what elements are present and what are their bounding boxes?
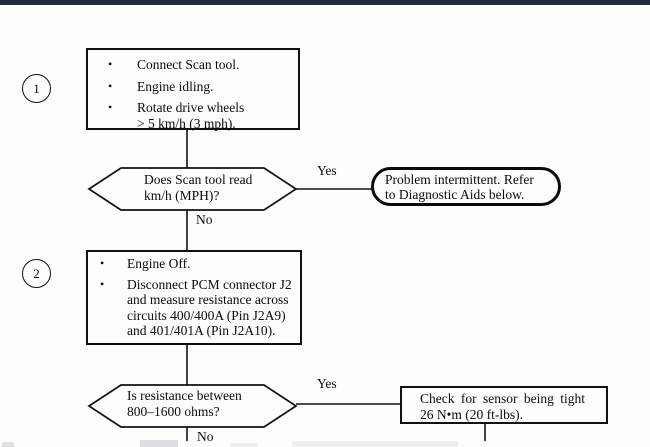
action-box-1: • Connect Scan tool. • Engine idling. • … [86, 48, 300, 131]
decision-line: 800–1600 ohms? [127, 403, 220, 419]
list-item: • Engine Off. [100, 256, 296, 272]
step-circle-2: 2 [22, 259, 51, 288]
bullet-icon: • [108, 57, 113, 71]
decision-hexagon-1 [87, 167, 298, 211]
step-number: 1 [33, 81, 40, 96]
bullet-icon: • [100, 256, 105, 270]
list-item: • Rotate drive wheels > 5 km/h (3 mph). [108, 100, 292, 131]
faded-next-row-artifact [2, 442, 14, 447]
action-box-2: • Engine Off. • Disconnect PCM connector… [86, 250, 302, 345]
bullet-text: Engine idling. [137, 78, 214, 94]
decision-line: Is resistance between [127, 388, 242, 403]
bullet-line: Rotate drive wheels [137, 100, 245, 115]
bullet-icon: • [108, 100, 113, 114]
yes-label-2: Yes [317, 376, 337, 391]
action-box-3: Check for sensor being tight 26 N•m (20 … [400, 386, 608, 424]
bullet-icon: • [100, 276, 105, 291]
oval-line: Problem intermittent. Refer [385, 171, 534, 187]
decision-2-text: Is resistance between 800–1600 ohms? [127, 388, 242, 419]
bullet-line: > 5 km/h (3 mph). [137, 115, 236, 131]
oval-line: to Diagnostic Aids below. [385, 186, 525, 202]
decision-1-text: Does Scan tool read km/h (MPH)? [144, 172, 252, 203]
decision-line: km/h (MPH)? [144, 187, 220, 203]
bullet-icon: • [108, 78, 113, 93]
terminal-oval: Problem intermittent. Refer to Diagnosti… [371, 167, 561, 206]
list-item: • Disconnect PCM connector J2 and measur… [100, 277, 296, 339]
window-top-bar [0, 0, 650, 5]
list-item: • Connect Scan tool. [108, 57, 292, 73]
box3-line: 26 N•m (20 ft-lbs). [420, 406, 523, 422]
box3-line: Check for sensor being tight [420, 391, 585, 406]
decision-hexagon-2 [87, 384, 298, 428]
bullet-text: Engine Off. [127, 256, 191, 271]
bullet-text: Disconnect PCM connector J2 and measure … [127, 276, 292, 339]
yes-label-1: Yes [317, 163, 337, 178]
no-label-2: No [197, 429, 214, 444]
faded-next-row-artifact [292, 441, 458, 447]
bullet-text: Rotate drive wheels > 5 km/h (3 mph). [137, 100, 292, 131]
bullet-text: Connect Scan tool. [137, 57, 240, 72]
faded-next-row-artifact [230, 443, 258, 447]
step-circle-1: 1 [22, 74, 51, 103]
faded-next-row-artifact [140, 440, 178, 447]
no-label-1: No [196, 212, 213, 227]
decision-line: Does Scan tool read [144, 172, 253, 187]
step-number: 2 [33, 266, 40, 281]
list-item: • Engine idling. [108, 79, 292, 95]
